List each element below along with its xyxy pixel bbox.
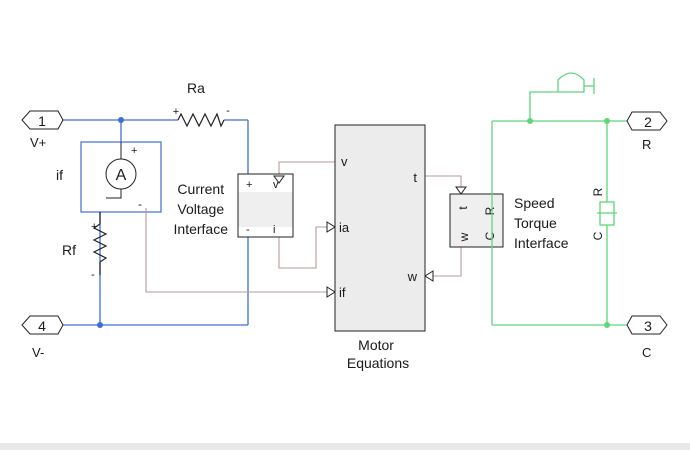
cvi-title: Current Voltage Interface xyxy=(174,181,229,237)
motor-equations-block[interactable]: v ia if t w xyxy=(334,124,426,332)
bottom-scroll-bar[interactable] xyxy=(0,443,690,450)
port-3-label: C xyxy=(642,345,651,360)
signal-lines xyxy=(145,161,467,298)
port-1-number: 1 xyxy=(38,113,46,129)
ra-minus-sign: - xyxy=(226,105,230,117)
resistor-ra[interactable] xyxy=(177,112,225,128)
motor-input-w: w xyxy=(407,269,418,284)
ammeter-minus-sign: - xyxy=(138,197,142,211)
port-4[interactable]: 4 xyxy=(21,315,64,335)
port-1-label: V+ xyxy=(30,135,46,150)
rf-minus-sign: - xyxy=(91,269,95,281)
port-2-number: 2 xyxy=(644,114,652,130)
rf-plus-sign: + xyxy=(91,221,97,233)
sti-r-port: R xyxy=(483,206,497,215)
cvi-minus-port: - xyxy=(246,224,250,236)
cvi-plus-port: + xyxy=(246,179,252,191)
inertia-icon[interactable] xyxy=(597,201,617,226)
junction-top xyxy=(118,117,124,123)
rf-label: Rf xyxy=(62,242,76,258)
junction-mech-2 xyxy=(604,118,610,124)
resistor-rf[interactable] xyxy=(92,212,108,275)
sti-t-port: t xyxy=(456,206,470,210)
motor-input-ia: ia xyxy=(339,220,350,235)
sti-c-port: C xyxy=(483,231,497,240)
port-2[interactable]: 2 xyxy=(626,111,668,131)
mechanical-reference-icon[interactable] xyxy=(557,72,595,94)
port-2-label: R xyxy=(642,137,651,152)
current-voltage-interface-block[interactable]: + v - i xyxy=(237,173,294,238)
port-3[interactable]: 3 xyxy=(626,315,668,335)
motor-input-if: if xyxy=(339,285,346,300)
ra-label: Ra xyxy=(187,80,205,96)
port-4-number: 4 xyxy=(38,318,46,334)
sti-w-port: w xyxy=(457,232,471,242)
motor-input-v: v xyxy=(341,154,348,169)
speed-torque-interface-block[interactable]: t w R C xyxy=(449,193,504,248)
inertia-r-port: R xyxy=(591,187,605,196)
cvi-v-port: v xyxy=(273,179,279,191)
cvi-i-port: i xyxy=(273,224,275,236)
ammeter-plus-sign: + xyxy=(131,145,137,157)
inertia-c-port: C xyxy=(591,231,605,240)
junction-mech-3 xyxy=(604,322,610,328)
mechanical-network xyxy=(491,91,627,328)
junction-mech-1 xyxy=(527,118,533,124)
junction-bottom xyxy=(97,322,103,328)
port-1[interactable]: 1 xyxy=(21,110,64,130)
if-label: if xyxy=(56,167,63,183)
ra-plus-sign: + xyxy=(173,106,179,118)
port-4-label: V- xyxy=(32,345,44,360)
port-3-number: 3 xyxy=(644,318,652,334)
current-sensor-block[interactable]: A xyxy=(80,141,162,213)
sti-title: Speed Torque Interface xyxy=(514,195,569,251)
ammeter-icon: A xyxy=(116,167,127,184)
motor-equations-title: Motor Equations xyxy=(347,337,409,371)
motor-output-t: t xyxy=(413,170,417,185)
